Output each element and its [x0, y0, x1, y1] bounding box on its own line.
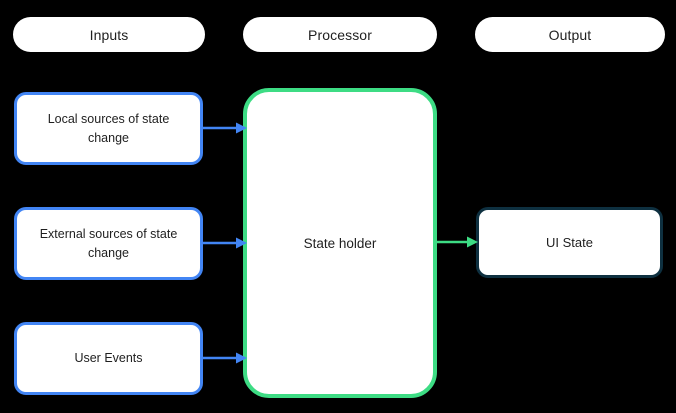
node-local-sources-label: Local sources of state change: [47, 112, 170, 145]
node-user-events-label: User Events: [74, 351, 143, 366]
node-ui-state-label: UI State: [546, 235, 593, 250]
column-header-processor-label: Processor: [308, 26, 372, 43]
column-header-output: Output: [475, 17, 665, 52]
node-user-events: User Events: [14, 322, 203, 395]
edge-state-holder-to-ui-state: [436, 235, 478, 249]
column-header-processor: Processor: [243, 17, 437, 52]
node-state-holder: State holder: [243, 88, 437, 398]
node-local-sources: Local sources of state change: [14, 92, 203, 165]
arrow-right-icon: [203, 121, 247, 135]
arrow-right-icon: [203, 236, 247, 250]
arrow-right-icon: [436, 235, 478, 249]
column-header-inputs-label: Inputs: [89, 26, 129, 43]
node-state-holder-label: State holder: [303, 235, 377, 251]
edge-external-to-state-holder: [203, 236, 247, 250]
column-header-inputs: Inputs: [13, 17, 205, 52]
node-ui-state: UI State: [476, 207, 663, 278]
edge-user-events-to-state-holder: [203, 351, 247, 365]
node-external-sources: External sources of state change: [14, 207, 203, 280]
node-external-sources-label: External sources of state change: [39, 227, 178, 260]
arrow-right-icon: [203, 351, 247, 365]
edge-local-to-state-holder: [203, 121, 247, 135]
column-header-output-label: Output: [548, 26, 592, 43]
